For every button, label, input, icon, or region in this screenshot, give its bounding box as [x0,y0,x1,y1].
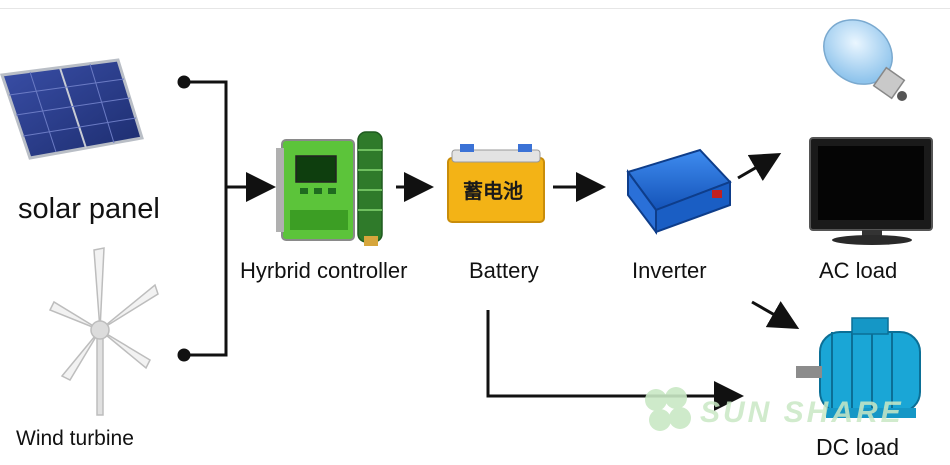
light-bulb-icon [823,19,907,101]
input-connector [177,75,276,362]
wind-turbine-label: Wind turbine [16,427,134,450]
controller-icon [276,131,383,246]
inverter-label: Inverter [632,258,707,283]
controller-label: Hyrbrid controller [240,258,408,283]
wind-turbine-icon [48,247,159,416]
tv-icon [809,137,933,245]
dc-load-label: DC load [816,434,900,460]
ac-load-label: AC load [819,258,898,283]
arrow-inverter-ac [737,152,782,182]
inverter-icon [626,148,732,235]
battery-chinese-text: 蓄电池 [463,181,523,203]
motor-icon [796,317,921,418]
arrow-inverter-dc [751,300,800,329]
watermark-text: SUN SHARE [700,396,904,429]
watermark-logo [645,387,691,431]
solar-panel-label: solar panel [18,193,160,225]
solar-panel-icon [0,58,144,160]
battery-dc-connector [486,310,744,411]
battery-icon [447,144,545,223]
battery-label: Battery [469,258,539,283]
top-divider [0,8,950,9]
